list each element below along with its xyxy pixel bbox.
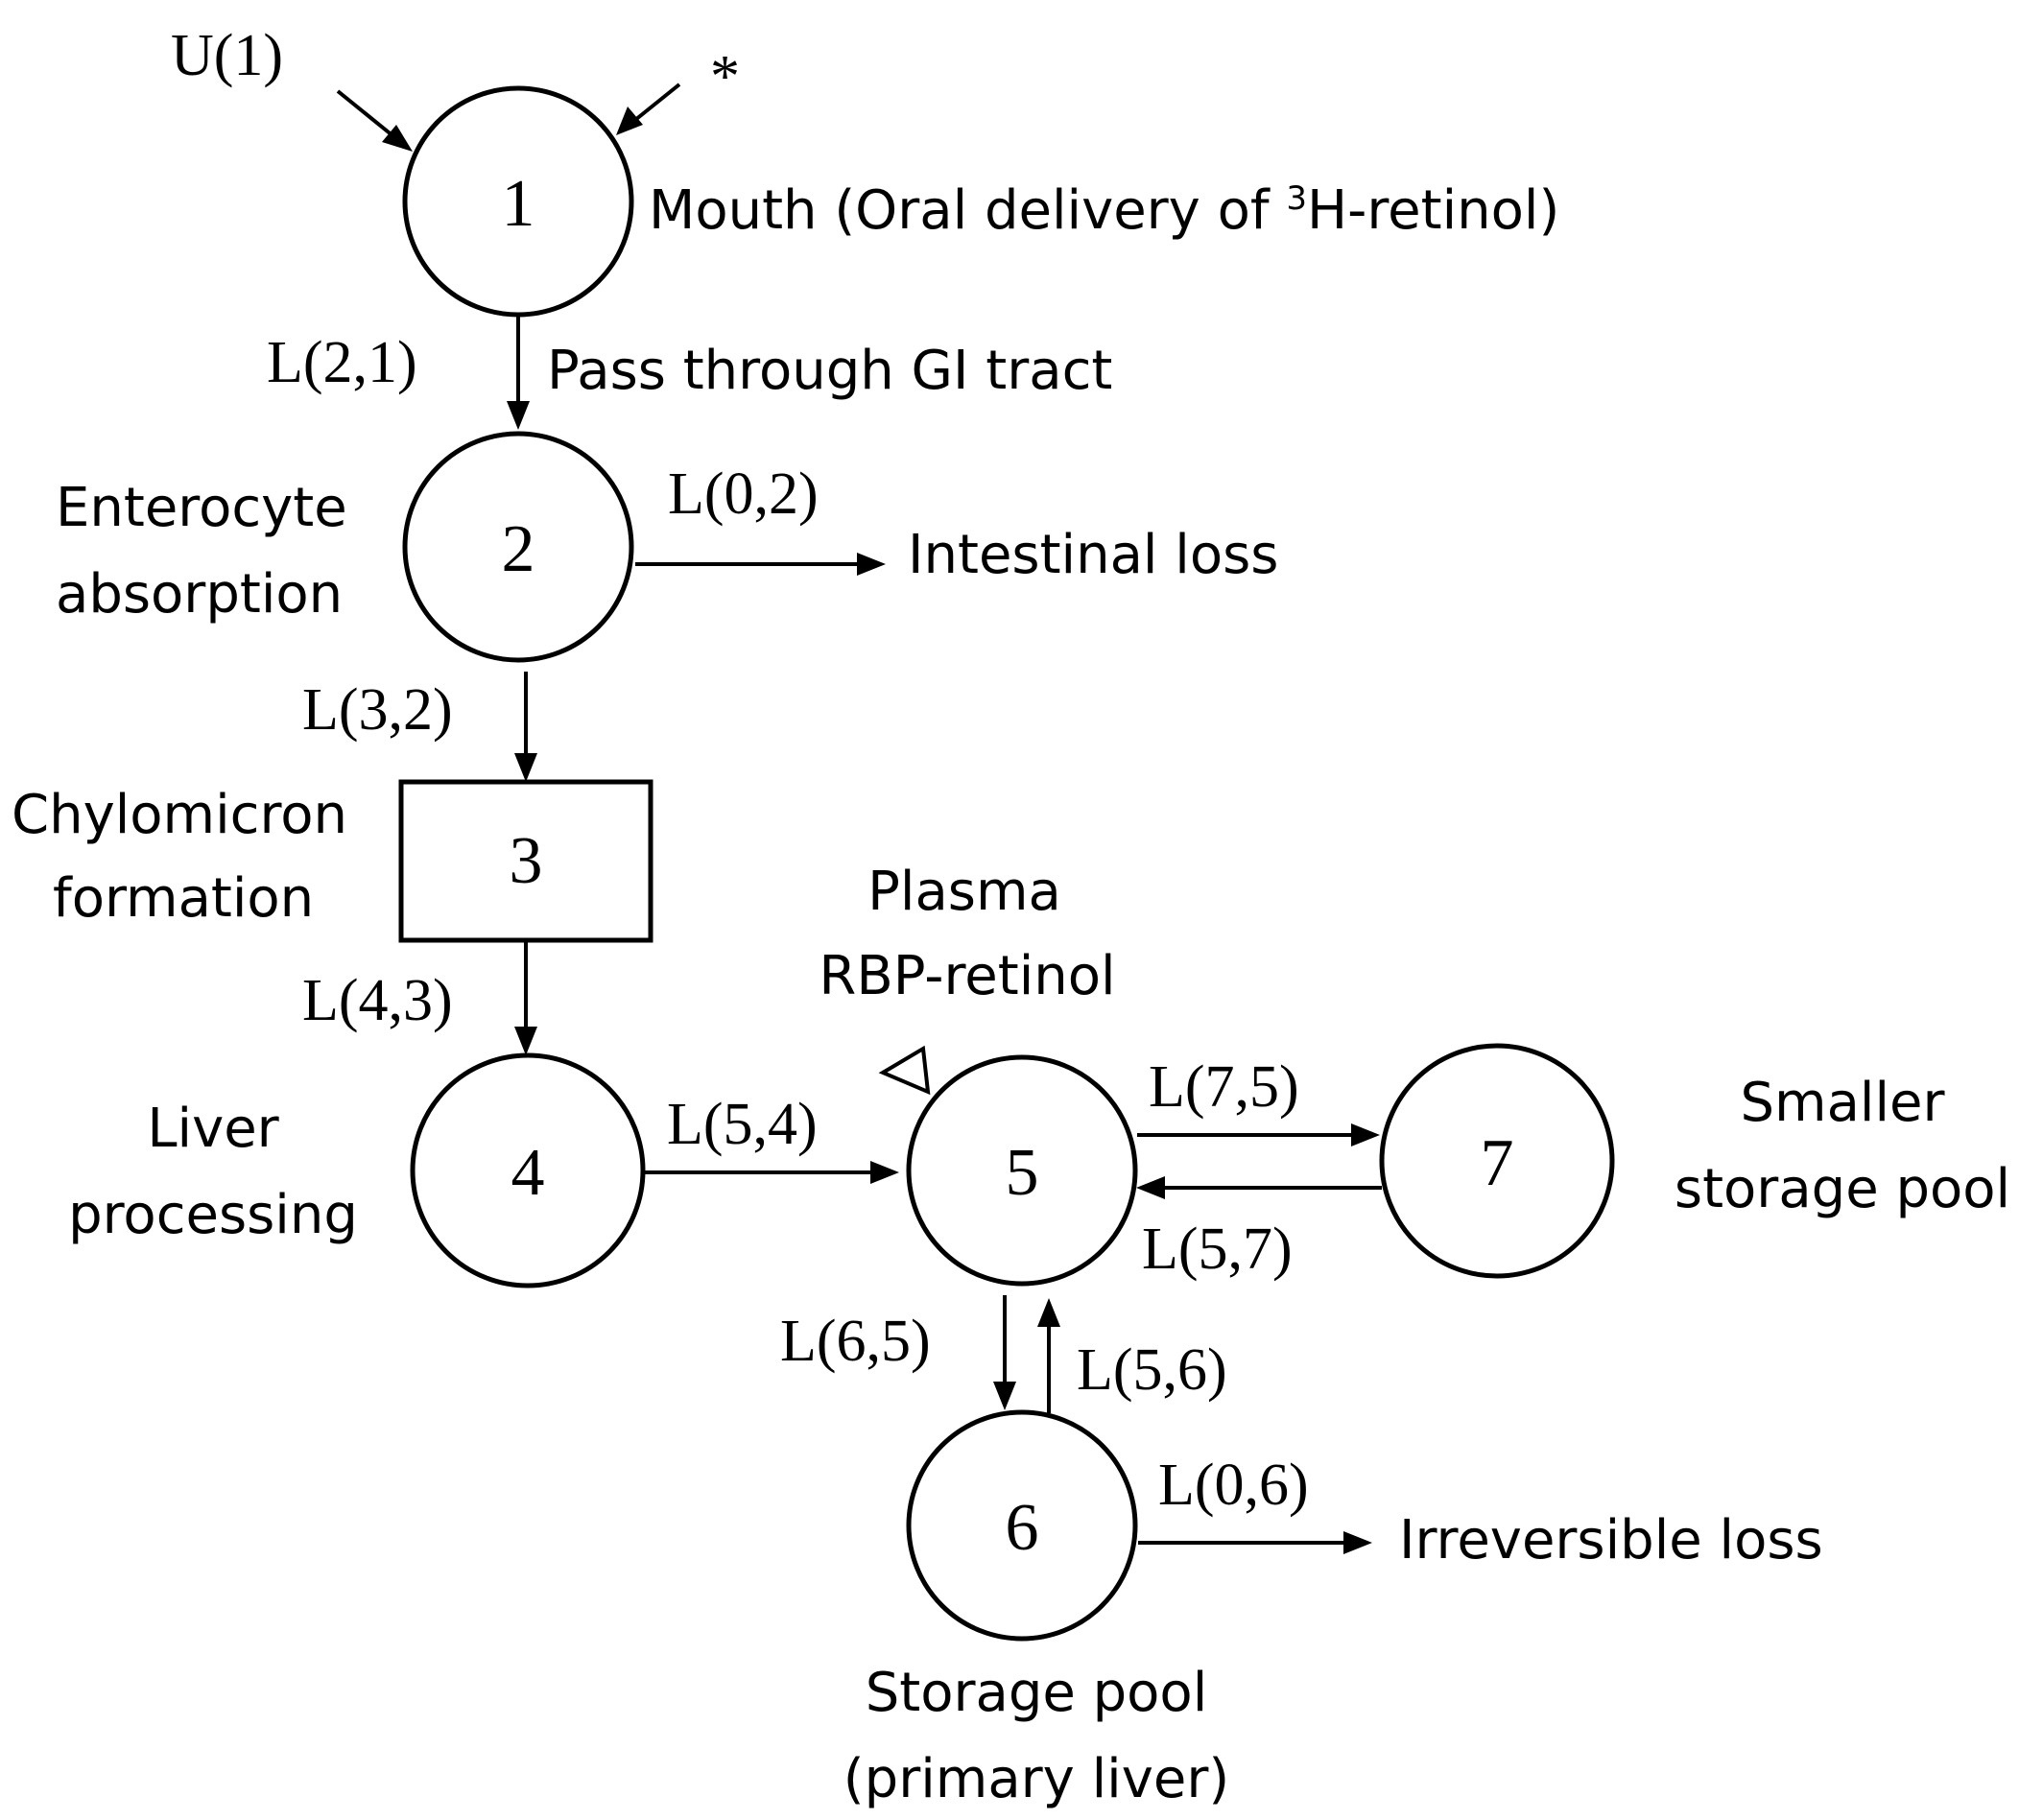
mouth-label-suffix: H-retinol) [1307,179,1559,242]
sampling-site-marker [878,1045,931,1096]
arrow-1-to-2 [507,317,530,430]
u1-input-arrow [336,89,413,152]
sample-input-arrow [616,83,681,135]
chylomicron-label-line1: Chylomicron [12,784,347,846]
rate-L43: L(4,3) [302,968,453,1033]
compartment-1-number: 1 [502,167,535,241]
arrow-3-to-4 [514,940,537,1055]
liver-label-line1: Liver [147,1098,279,1160]
rate-L65: L(6,5) [780,1309,931,1374]
rate-L21: L(2,1) [267,330,417,395]
storage-pool-label-line1: Storage pool [866,1662,1208,1724]
smaller-pool-label-line1: Smaller [1740,1072,1945,1134]
liver-label-line2: processing [68,1184,358,1246]
compartment-2-circle [402,431,634,663]
storage-pool-label-line2: (primary liver) [843,1748,1229,1810]
rate-L02: L(0,2) [668,461,819,527]
arrow-6-to-5 [1037,1298,1060,1413]
compartment-5-circle [906,1054,1138,1287]
rate-L75: L(7,5) [1149,1054,1299,1120]
plasma-label-line1: Plasma [867,861,1061,923]
compartment-2-number: 2 [502,512,535,586]
u1-label: U(1) [171,23,283,88]
compartment-6-circle [906,1409,1138,1642]
plasma-label-line2: RBP-retinol [819,945,1115,1007]
mouth-label: Mouth (Oral delivery of 3H-retinol) [649,179,1559,242]
mouth-label-superscript: 3 [1286,179,1307,218]
gi-tract-label: Pass through GI tract [547,340,1112,402]
rate-L54: L(5,4) [667,1092,818,1157]
compartment-3-number: 3 [510,824,543,898]
rate-L32: L(3,2) [302,677,453,743]
rate-L57: L(5,7) [1142,1217,1293,1282]
rate-L56: L(5,6) [1077,1337,1227,1403]
chylomicron-label-line2: formation [53,867,314,930]
smaller-pool-label-line2: storage pool [1675,1158,2010,1220]
compartment-4-circle [410,1052,646,1288]
mouth-label-prefix: Mouth (Oral delivery of [649,179,1286,242]
compartment-5-number: 5 [1006,1136,1039,1210]
arrow-6-to-irreversible-loss [1138,1531,1372,1554]
intestinal-loss-label: Intestinal loss [908,524,1278,586]
compartment-1-circle [402,85,634,318]
arrow-2-to-3 [514,672,537,782]
arrow-2-to-intestinal-loss [635,553,886,576]
enterocyte-label-line2: absorption [56,563,343,626]
compartment-7-circle [1379,1043,1615,1279]
arrow-7-to-5 [1136,1176,1382,1199]
arrow-4-to-5 [645,1161,899,1184]
arrow-5-to-7 [1137,1123,1380,1146]
enterocyte-label-line1: Enterocyte [56,477,347,539]
compartment-6-number: 6 [1006,1491,1039,1565]
rate-L06: L(0,6) [1158,1453,1309,1518]
irreversible-loss-label: Irreversible loss [1399,1509,1823,1572]
compartment-4-number: 4 [511,1136,545,1210]
compartment-7-number: 7 [1481,1126,1514,1200]
sample-marker: * [710,44,740,109]
arrow-5-to-6 [993,1295,1016,1410]
